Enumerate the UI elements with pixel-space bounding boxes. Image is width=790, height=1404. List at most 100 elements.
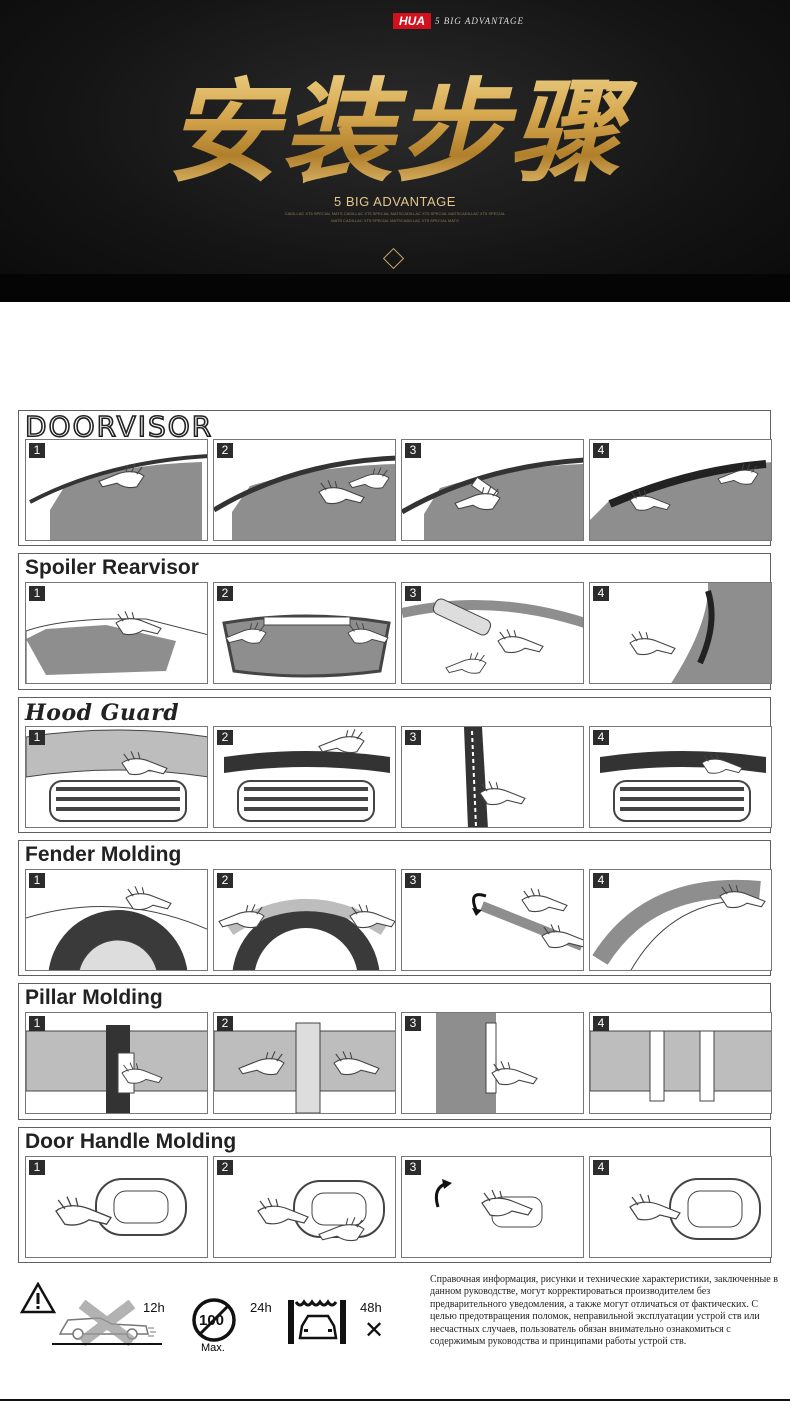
disclaimer-text: Справочная информация, рисунки и техниче… — [430, 1274, 778, 1348]
step-panel: 3 — [401, 869, 584, 971]
step-panel: 1 — [25, 1156, 208, 1258]
step-number: 1 — [29, 586, 45, 601]
step-panel: 1 — [25, 1012, 208, 1114]
speed-limit-icon — [192, 1298, 236, 1342]
step-illustration — [26, 886, 207, 970]
step-number: 3 — [405, 1160, 421, 1175]
brand-tagline: 5 BIG ADVANTAGE — [435, 16, 524, 26]
step-panel: 2 — [213, 1012, 396, 1114]
step-illustration — [26, 452, 207, 540]
step-number: 4 — [593, 1160, 609, 1175]
step-panel: 1 — [25, 439, 208, 541]
step-illustration — [218, 899, 395, 970]
section-title: Fender Molding — [25, 843, 182, 866]
step-panel: 4 — [589, 726, 772, 828]
step-panel: 4 — [589, 1156, 772, 1258]
section-fender-molding: Fender Molding 1 2 3 4 — [18, 840, 772, 976]
prohibited-icon: ✕ — [364, 1316, 385, 1344]
section-title: Hood Guard — [25, 700, 180, 726]
step-illustration — [214, 455, 395, 540]
step-panel: 4 — [589, 439, 772, 541]
step-panel: 4 — [589, 1012, 772, 1114]
step-panel: 3 — [401, 726, 584, 828]
step-illustration — [26, 1025, 207, 1113]
header-banner: HUA 5 BIG ADVANTAGE 安装步骤 5 BIG ADVANTAGE… — [0, 0, 790, 302]
step-number: 3 — [405, 730, 421, 745]
section-spoiler-rearvisor: Spoiler Rearvisor 1 2 3 4 — [18, 553, 772, 690]
brand-badge: HUA — [393, 13, 431, 29]
section-title: Spoiler Rearvisor — [25, 556, 199, 579]
step-illustration — [590, 1030, 771, 1102]
step-illustration — [26, 611, 207, 683]
step-panel: 1 — [25, 582, 208, 684]
section-doorvisor: DOORVISOR 1 2 3 4 — [18, 409, 772, 546]
step-panel: 4 — [589, 869, 772, 971]
step-number: 3 — [405, 873, 421, 888]
step-number: 1 — [29, 873, 45, 888]
step-number: 4 — [593, 443, 609, 458]
step-number: 2 — [217, 586, 233, 601]
step-illustration — [434, 1179, 543, 1228]
step-number: 4 — [593, 586, 609, 601]
banner-fine-print: CADILLAC XT5 SPECIAL MATS CADILLAC XT5 S… — [284, 211, 506, 216]
step-number: 2 — [217, 730, 233, 745]
step-number: 1 — [29, 1160, 45, 1175]
banner-bottom-strip — [0, 274, 790, 302]
banner-subtitle: 5 BIG ADVANTAGE — [334, 194, 456, 209]
step-number: 4 — [593, 873, 609, 888]
step-illustration — [257, 1180, 385, 1242]
section-title: DOORVISOR — [24, 409, 214, 444]
step-illustration — [214, 1022, 395, 1113]
step-panel: 3 — [401, 1012, 584, 1114]
section-door-handle-molding: Door Handle Molding 1 2 3 4 — [18, 1127, 772, 1263]
page-title: 安装步骤 — [0, 42, 790, 204]
step-number: 2 — [217, 873, 233, 888]
step-illustration — [224, 729, 390, 822]
step-illustration — [592, 879, 766, 970]
step-panel: 1 — [25, 726, 208, 828]
step-illustration — [472, 888, 583, 951]
warning-icon — [20, 1282, 56, 1314]
step-number: 3 — [405, 1016, 421, 1031]
step-illustration — [629, 1178, 761, 1240]
step-illustration — [222, 614, 391, 678]
no-wash-car-icon — [52, 1300, 162, 1346]
step-illustration — [55, 1178, 187, 1236]
step-illustration — [436, 1013, 538, 1113]
step-number: 1 — [29, 1016, 45, 1031]
section-pillar-molding: Pillar Molding 1 2 3 4 — [18, 983, 772, 1120]
step-number: 2 — [217, 1160, 233, 1175]
step-panel: 4 — [589, 582, 772, 684]
step-panel: 2 — [213, 869, 396, 971]
step-illustration — [600, 751, 766, 822]
step-illustration — [464, 727, 526, 827]
banner-fine-print-2: MATS CADILLAC XT5 SPECIAL MATSCADILLAC X… — [331, 218, 459, 223]
step-number: 3 — [405, 443, 421, 458]
step-panel: 3 — [401, 1156, 584, 1258]
step-number: 2 — [217, 1016, 233, 1031]
step-number: 1 — [29, 730, 45, 745]
step-illustration — [26, 729, 207, 822]
car-wash-icon — [288, 1299, 346, 1344]
section-title: Pillar Molding — [25, 986, 163, 1009]
step-panel: 2 — [213, 726, 396, 828]
step-panel: 3 — [401, 439, 584, 541]
section-hood-guard: Hood Guard 1 2 3 4 — [18, 697, 772, 833]
brand-logo: HUA 5 BIG ADVANTAGE — [393, 13, 524, 29]
speed-label: Max. — [201, 1342, 225, 1354]
speed-hours: 24h — [250, 1300, 272, 1315]
step-illustration — [402, 598, 583, 674]
step-number: 1 — [29, 443, 45, 458]
step-illustration — [402, 457, 583, 540]
step-number: 3 — [405, 586, 421, 601]
speed-sign-value: 100 — [199, 1312, 225, 1329]
step-panel: 1 — [25, 869, 208, 971]
step-number: 2 — [217, 443, 233, 458]
wash-hours: 12h — [143, 1300, 165, 1315]
step-illustration — [629, 583, 771, 683]
diamond-icon — [382, 247, 405, 270]
step-panel: 2 — [213, 1156, 396, 1258]
step-number: 4 — [593, 730, 609, 745]
step-panel: 3 — [401, 582, 584, 684]
step-illustration — [590, 460, 771, 540]
